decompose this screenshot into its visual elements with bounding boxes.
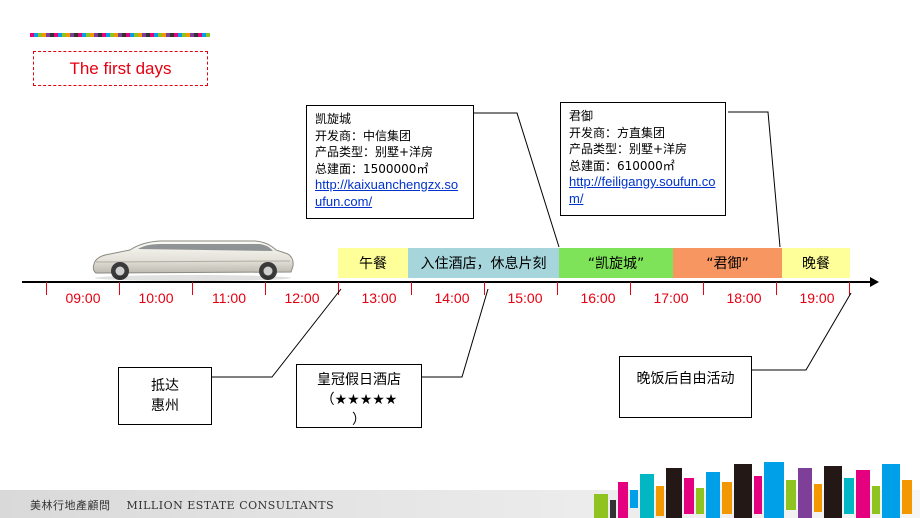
- hotel-name: 皇冠假日酒店: [317, 372, 401, 388]
- junyu-area: 总建面：610000㎡: [569, 158, 675, 173]
- kaixuan-area: 总建面：1500000㎡: [315, 161, 429, 176]
- hotel-stars-close: ）: [352, 412, 366, 428]
- kaixuan-link[interactable]: http://kaixuanchengzx.soufun.com/: [315, 177, 459, 209]
- time-label: 09:00: [65, 290, 101, 306]
- kaixuan-name: 凯旋城: [315, 112, 352, 126]
- tick-1900: [776, 282, 777, 295]
- time-label: 16:00: [580, 290, 616, 306]
- timeline-arrow-icon: [870, 277, 879, 287]
- tick-1500: [484, 282, 485, 295]
- arrive-text-2: 惠州: [151, 398, 179, 414]
- tick-2000: [849, 282, 850, 295]
- time-label: 18:00: [726, 290, 762, 306]
- free-activity-callout: 晚饭后自由活动: [619, 356, 752, 418]
- time-label: 15:00: [507, 290, 543, 306]
- schedule-lunch: 午餐: [338, 248, 408, 278]
- junyu-link[interactable]: http://feiligangy.soufun.com/: [569, 174, 716, 206]
- time-label: 14:00: [434, 290, 470, 306]
- footer-company: 美林行地產顧問 MILLION ESTATE CONSULTANTS: [30, 497, 334, 513]
- junyu-developer: 开发商：方直集团: [569, 125, 666, 140]
- footer-company-cn: 美林行地產顧問: [30, 499, 111, 512]
- tick-0900: [46, 282, 47, 295]
- junyu-info-box: 君御 开发商：方直集团 产品类型：别墅+洋房 总建面：610000㎡ http:…: [560, 102, 726, 216]
- time-label: 13:00: [361, 290, 397, 306]
- schedule-dinner: 晚餐: [782, 248, 850, 278]
- decorative-stripe: [30, 33, 210, 37]
- arrive-text-1: 抵达: [151, 378, 179, 394]
- schedule-kaixuan: “凯旋城”: [559, 248, 673, 278]
- arrive-callout: 抵达 惠州: [118, 367, 212, 425]
- hotel-stars: （★★★★★: [320, 392, 398, 408]
- schedule-checkin: 入住酒店，休息片刻: [408, 248, 559, 278]
- footer-company-en: MILLION ESTATE CONSULTANTS: [126, 499, 335, 512]
- tick-1100: [192, 282, 193, 295]
- tick-1000: [119, 282, 120, 295]
- limousine-icon: [92, 240, 294, 281]
- tick-1700: [630, 282, 631, 295]
- junyu-name: 君御: [569, 109, 594, 123]
- kaixuan-info-box: 凯旋城 开发商：中信集团 产品类型：别墅+洋房 总建面：1500000㎡ htt…: [306, 105, 474, 219]
- schedule-junyu: “君御”: [673, 248, 782, 278]
- colorful-blocks-logo: [594, 462, 912, 518]
- time-label: 19:00: [799, 290, 835, 306]
- timeline-axis: [22, 281, 874, 283]
- junyu-product: 产品类型：别墅+洋房: [569, 142, 688, 156]
- kaixuan-product: 产品类型：别墅+洋房: [315, 145, 434, 159]
- tick-1400: [411, 282, 412, 295]
- tick-1800: [703, 282, 704, 295]
- tick-1200: [265, 282, 266, 295]
- kaixuan-developer: 开发商：中信集团: [315, 128, 412, 143]
- time-label: 11:00: [212, 290, 246, 306]
- page-title: The first days: [33, 51, 208, 86]
- time-label: 10:00: [138, 290, 174, 306]
- tick-1600: [557, 282, 558, 295]
- tick-1300: [338, 282, 339, 295]
- time-label: 17:00: [653, 290, 689, 306]
- hotel-callout: 皇冠假日酒店 （★★★★★ ）: [296, 364, 422, 428]
- time-label: 12:00: [284, 290, 320, 306]
